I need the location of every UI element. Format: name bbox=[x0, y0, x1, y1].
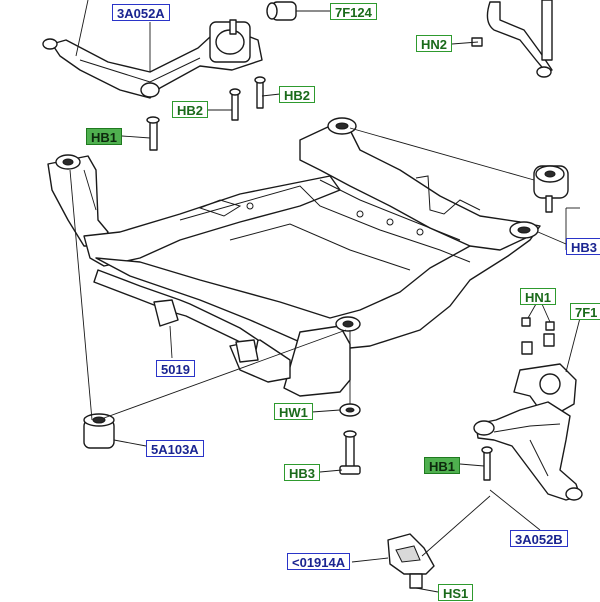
callout-5019: 5019 bbox=[156, 360, 195, 377]
callout-HB3-right: HB3 bbox=[566, 238, 600, 255]
upper-left-control-arm bbox=[42, 21, 263, 99]
callout-HB2-right: HB2 bbox=[279, 86, 316, 103]
washer-hw1 bbox=[339, 403, 361, 417]
callout-HS1: HS1 bbox=[438, 584, 474, 601]
callout-HB3-bottom: HB3 bbox=[284, 464, 321, 481]
top-bushing-7F124 bbox=[266, 1, 330, 21]
fastener-hb2-left bbox=[229, 19, 266, 121]
bushing-5A103A bbox=[83, 413, 147, 449]
bracket-01914A bbox=[387, 533, 435, 589]
callout-3A052A: 3A052A bbox=[112, 4, 170, 21]
callout-3A052B: 3A052B bbox=[510, 530, 568, 547]
callout-HB1-bottom: HB1 bbox=[424, 457, 461, 474]
callout-5A103A: 5A103A bbox=[146, 440, 204, 457]
callout-7F1-right: 7F1 bbox=[570, 303, 600, 320]
stabilizer-bar-5019 bbox=[93, 269, 259, 363]
callout-HB2-left: HB2 bbox=[172, 101, 209, 118]
bolt-hb1-top bbox=[146, 116, 160, 151]
front-subframe bbox=[47, 117, 541, 397]
bolt-hb3-bottom bbox=[339, 430, 361, 475]
callout-HN2: HN2 bbox=[416, 35, 453, 52]
callout-7F124: 7F124 bbox=[330, 3, 377, 20]
bolt-hb1-bottom bbox=[481, 446, 493, 481]
callout-01914A: <01914A bbox=[287, 553, 351, 570]
lower-right-control-arm bbox=[473, 363, 583, 501]
leader-lines bbox=[69, 0, 581, 593]
stabilizer-link bbox=[471, 0, 553, 78]
callout-HW1: HW1 bbox=[274, 403, 313, 420]
bushing-right-upper bbox=[533, 165, 569, 213]
callout-HB1-top: HB1 bbox=[86, 128, 123, 145]
nuts-hn1 bbox=[521, 317, 555, 355]
callout-HN1: HN1 bbox=[520, 288, 557, 305]
